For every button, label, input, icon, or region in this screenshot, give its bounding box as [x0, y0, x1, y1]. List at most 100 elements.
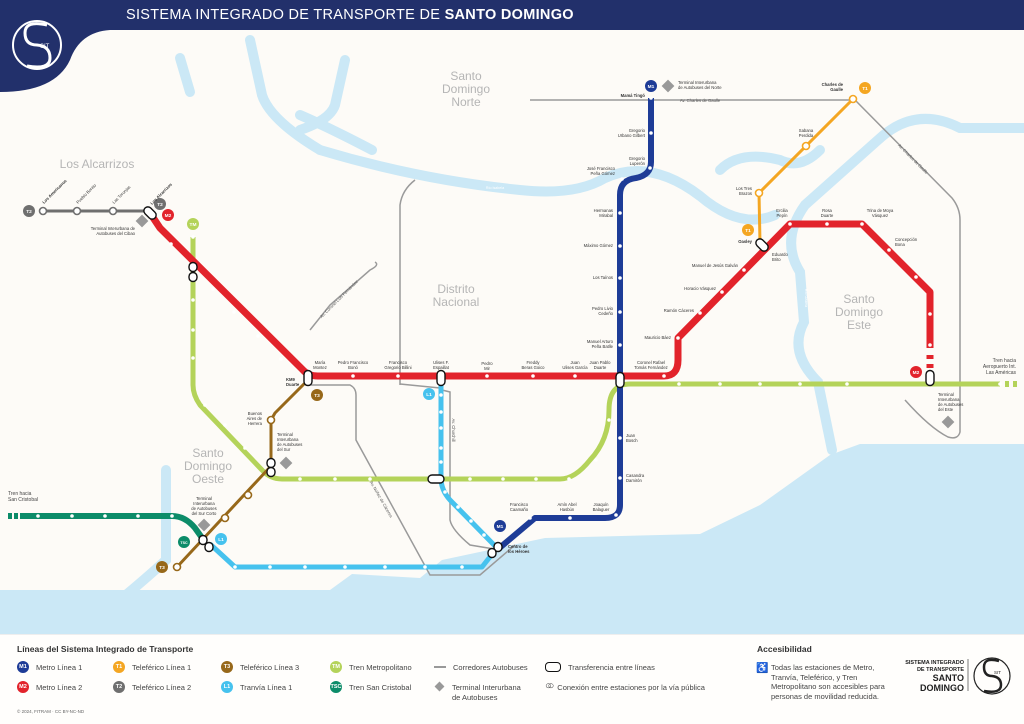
station[interactable] [220, 513, 230, 523]
line-l1[interactable] [208, 380, 500, 570]
station[interactable] [928, 343, 932, 347]
station[interactable] [618, 436, 622, 440]
station[interactable] [676, 336, 680, 340]
station[interactable] [136, 514, 140, 518]
station[interactable] [531, 374, 535, 378]
station[interactable] [848, 94, 858, 104]
station[interactable] [618, 476, 622, 480]
station[interactable] [443, 490, 447, 494]
station[interactable] [38, 206, 48, 216]
station[interactable] [801, 141, 811, 151]
line-tsc[interactable] [20, 513, 208, 544]
station[interactable] [928, 312, 932, 316]
station[interactable] [860, 222, 864, 226]
station[interactable] [70, 514, 74, 518]
station[interactable] [534, 477, 538, 481]
interchange-centro-heroes[interactable] [493, 541, 503, 553]
station[interactable] [368, 477, 372, 481]
interchange-m2-tm-este[interactable] [925, 369, 935, 387]
station[interactable] [108, 206, 118, 216]
station[interactable] [482, 533, 486, 537]
station[interactable] [439, 460, 443, 464]
station[interactable] [825, 222, 829, 226]
station[interactable] [343, 565, 347, 569]
station[interactable] [423, 565, 427, 569]
station[interactable] [191, 298, 195, 302]
interchange-m2-tm[interactable] [188, 261, 198, 273]
station[interactable] [439, 426, 443, 430]
station[interactable] [720, 290, 724, 294]
station[interactable] [618, 310, 622, 314]
station[interactable] [845, 382, 849, 386]
interchange-espaillat[interactable] [436, 369, 446, 387]
station[interactable] [170, 514, 174, 518]
station[interactable] [887, 248, 891, 252]
station[interactable] [279, 357, 283, 361]
station[interactable] [211, 287, 215, 291]
interchange-tsc-l1[interactable] [204, 541, 214, 553]
interchange-t3-tm[interactable] [266, 457, 276, 469]
station[interactable] [36, 514, 40, 518]
bus-terminal-icon[interactable] [941, 415, 955, 429]
station[interactable] [607, 418, 611, 422]
station[interactable] [383, 565, 387, 569]
station[interactable] [191, 328, 195, 332]
station[interactable] [256, 334, 260, 338]
station[interactable] [758, 382, 762, 386]
station[interactable] [677, 382, 681, 386]
interchange-km9-duarte[interactable] [303, 369, 313, 387]
interchange-tsc-t3[interactable] [198, 534, 208, 546]
bus-terminal-icon[interactable] [135, 214, 149, 228]
interchange-m2-tm[interactable] [188, 271, 198, 283]
station[interactable] [243, 446, 247, 450]
station[interactable] [754, 188, 764, 198]
station[interactable] [266, 415, 276, 425]
station[interactable] [268, 565, 272, 569]
station[interactable] [456, 505, 460, 509]
station[interactable] [788, 222, 792, 226]
station[interactable] [914, 275, 918, 279]
station[interactable] [648, 166, 652, 170]
station[interactable] [468, 477, 472, 481]
interchange-l1-tm[interactable] [427, 474, 445, 484]
station[interactable] [742, 268, 746, 272]
station[interactable] [223, 423, 227, 427]
station[interactable] [649, 96, 653, 100]
line-m2[interactable] [147, 211, 934, 380]
station[interactable] [460, 565, 464, 569]
station[interactable] [172, 562, 182, 572]
station[interactable] [469, 519, 473, 523]
station[interactable] [103, 514, 107, 518]
station[interactable] [396, 374, 400, 378]
station[interactable] [298, 477, 302, 481]
station[interactable] [614, 513, 618, 517]
station[interactable] [333, 477, 337, 481]
interchange-jp-duarte[interactable] [615, 371, 625, 389]
station[interactable] [232, 310, 236, 314]
interchange-centro-heroes[interactable] [487, 547, 497, 559]
station[interactable] [567, 477, 571, 481]
station[interactable] [233, 565, 237, 569]
station[interactable] [662, 374, 666, 378]
station[interactable] [698, 311, 702, 315]
interchange-los-alcarrizos[interactable] [142, 205, 158, 221]
station[interactable] [620, 177, 624, 181]
station[interactable] [243, 490, 253, 500]
station[interactable] [501, 477, 505, 481]
station[interactable] [485, 374, 489, 378]
bus-terminal-icon[interactable] [279, 456, 293, 470]
line-m1[interactable] [495, 98, 654, 553]
station[interactable] [439, 410, 443, 414]
station[interactable] [618, 244, 622, 248]
station[interactable] [351, 374, 355, 378]
interchange-t3-tm[interactable] [266, 466, 276, 478]
station[interactable] [618, 276, 622, 280]
station[interactable] [649, 131, 653, 135]
bus-terminal-icon[interactable] [661, 79, 675, 93]
station[interactable] [573, 374, 577, 378]
station[interactable] [303, 565, 307, 569]
station[interactable] [203, 403, 207, 407]
station[interactable] [998, 382, 1002, 386]
station[interactable] [169, 242, 173, 246]
